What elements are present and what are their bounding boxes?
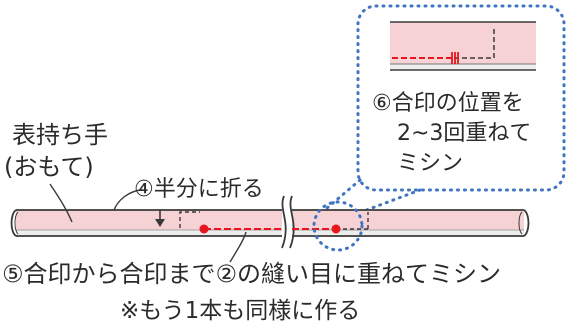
match-mark-right <box>331 224 341 234</box>
step6-instruction-line3: ミシン <box>397 151 464 176</box>
handle-side-label: (おもて) <box>4 153 94 181</box>
step6-instruction-line1: ⑥合印の位置を <box>372 91 524 116</box>
step4-instruction: ④半分に折る <box>134 177 264 202</box>
handle-label: 表持ち手 <box>12 121 108 149</box>
step5-instruction: ⑤合印から合印まで②の縫い目に重ねてミシン <box>2 260 502 288</box>
label-leader <box>49 183 73 223</box>
highlight-circle <box>312 200 364 252</box>
step4-leader <box>113 189 141 211</box>
break-marks <box>281 195 295 249</box>
step6-instruction-line2: 2~3回重ねて <box>397 121 532 146</box>
handle-strip <box>10 209 530 237</box>
callout-connector-left <box>318 178 362 216</box>
fold-arrow <box>155 210 165 227</box>
match-mark-left <box>199 224 209 234</box>
step5-leader <box>229 231 247 263</box>
fold-guide <box>179 211 200 228</box>
note-text: ※もう1本も同様に作る <box>120 298 361 324</box>
callout-box <box>356 4 566 192</box>
zoomed-handle-detail <box>390 21 536 71</box>
